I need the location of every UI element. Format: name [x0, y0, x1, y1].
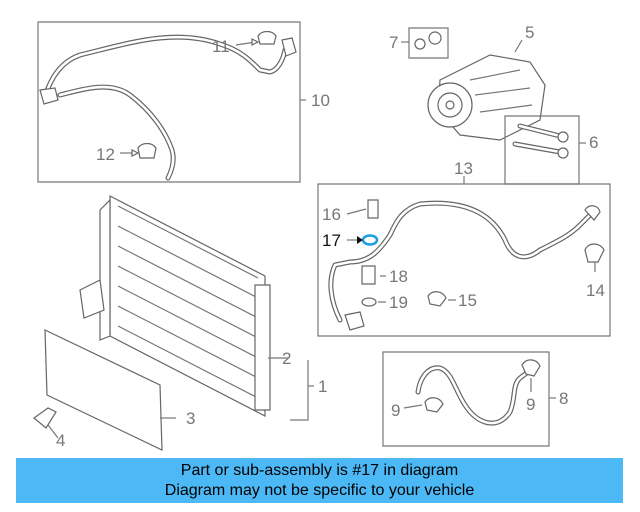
- callout-6: 6: [589, 133, 598, 152]
- group-13-line-assembly: [317, 176, 611, 337]
- callout-12: 12: [96, 145, 115, 164]
- banner-part-note: Part or sub-assembly is #17 in diagram: [180, 462, 459, 479]
- callout-4: 4: [56, 431, 65, 450]
- callout-11: 11: [212, 37, 230, 56]
- callout-9-right: 9: [526, 395, 535, 414]
- callout-10: 10: [311, 91, 330, 110]
- group-10-hose-assembly: [37, 21, 306, 183]
- info-banner: Part or sub-assembly is #17 in diagram D…: [16, 458, 623, 503]
- callout-2: 2: [282, 349, 291, 368]
- group-8-hose-assembly: [382, 351, 556, 447]
- callout-18: 18: [389, 267, 408, 286]
- callout-9-left: 9: [391, 401, 400, 420]
- callout-15: 15: [458, 291, 477, 310]
- callout-8: 8: [559, 389, 568, 408]
- callout-3: 3: [186, 409, 195, 428]
- callout-14: 14: [586, 281, 605, 300]
- callout-16: 16: [322, 205, 341, 224]
- callout-7: 7: [389, 33, 398, 52]
- callout-17[interactable]: 17: [322, 231, 341, 250]
- o-ring-17[interactable]: [361, 234, 379, 246]
- banner-disclaimer: Diagram may not be specific to your vehi…: [164, 482, 475, 499]
- callout-1: 1: [318, 377, 327, 396]
- callout-5: 5: [525, 23, 534, 42]
- callout-19: 19: [389, 293, 408, 312]
- callout-13: 13: [454, 159, 473, 178]
- group-5-compressor: [401, 27, 586, 185]
- group-1-condenser: [33, 195, 314, 451]
